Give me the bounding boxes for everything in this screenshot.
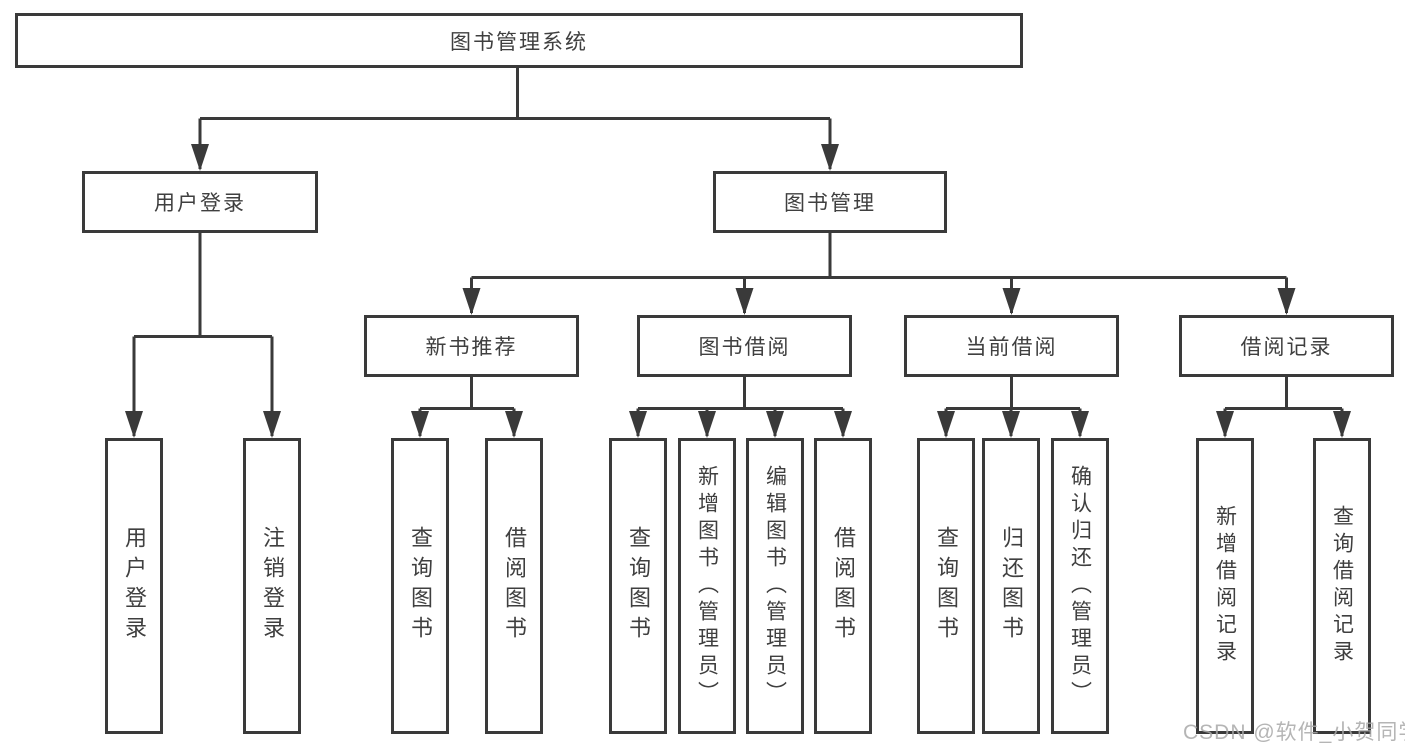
leaf-edit-books-admin: 编辑图书（管理员） bbox=[746, 438, 804, 734]
leaf-query-borrow-record: 查询借阅记录 bbox=[1313, 438, 1371, 734]
leaf-borrow-books-2: 借阅图书 bbox=[814, 438, 872, 734]
node-book-management: 图书管理 bbox=[713, 171, 947, 233]
leaf-add-borrow-record: 新增借阅记录 bbox=[1196, 438, 1254, 734]
node-current-borrowing: 当前借阅 bbox=[904, 315, 1119, 377]
leaf-confirm-return-admin: 确认归还（管理员） bbox=[1051, 438, 1109, 734]
leaf-add-books-admin: 新增图书（管理员） bbox=[678, 438, 736, 734]
leaf-query-books-1: 查询图书 bbox=[391, 438, 449, 734]
arrowheads bbox=[125, 144, 1351, 438]
node-user-login: 用户登录 bbox=[82, 171, 318, 233]
watermark: CSDN @软件_小贺同学 bbox=[1183, 721, 1405, 744]
leaf-query-books-3: 查询图书 bbox=[917, 438, 975, 734]
connector-book-management bbox=[470, 233, 1288, 313]
node-new-book-recommendation: 新书推荐 bbox=[364, 315, 579, 377]
leaf-query-books-2: 查询图书 bbox=[609, 438, 667, 734]
leaf-borrow-books-1: 借阅图书 bbox=[485, 438, 543, 734]
leaf-user-login: 用户登录 bbox=[105, 438, 163, 734]
connector-user-login bbox=[132, 233, 274, 436]
leaf-return-books: 归还图书 bbox=[982, 438, 1040, 734]
connector-root bbox=[198, 68, 832, 169]
leaf-logout: 注销登录 bbox=[243, 438, 301, 734]
node-book-borrowing: 图书借阅 bbox=[637, 315, 852, 377]
connector-level3-leaves bbox=[418, 377, 1344, 436]
node-library-management-system: 图书管理系统 bbox=[15, 13, 1023, 68]
node-borrowing-records: 借阅记录 bbox=[1179, 315, 1394, 377]
